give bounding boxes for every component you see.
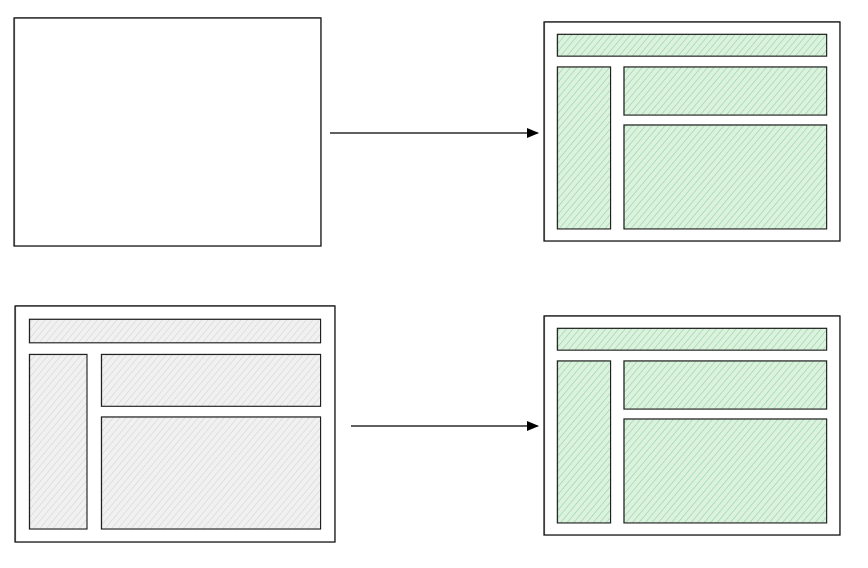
target-frame-1-main-panel — [623, 124, 828, 230]
source-frame-1-border-sketch — [14, 17, 321, 247]
source-frame-2-main-panel-sketch — [101, 417, 321, 530]
target-frame-2 — [543, 315, 841, 536]
source-frame-2-top-panel — [100, 353, 322, 407]
source-frame-1-border — [13, 17, 322, 247]
target-frame-1-sidebar — [556, 66, 612, 230]
target-frame-1-top-panel — [623, 66, 828, 116]
target-frame-1-sidebar-sketch — [557, 67, 611, 230]
target-frame-1-top-panel-sketch — [624, 67, 827, 116]
source-frame-1 — [13, 17, 322, 247]
source-frame-2-sidebar-sketch — [29, 354, 88, 530]
target-frame-1-header — [556, 33, 828, 57]
source-frame-2-header-sketch — [29, 319, 321, 343]
source-frame-2-main-panel — [100, 416, 322, 530]
target-frame-1-header-sketch — [557, 34, 827, 57]
target-frame-2-header — [556, 327, 828, 351]
target-frame-1-main-panel-sketch — [624, 125, 827, 230]
source-frame-2-header — [28, 318, 322, 344]
target-frame-1-border-sketch — [544, 21, 840, 242]
target-frame-2-header-sketch — [557, 328, 827, 351]
source-frame-2-top-panel-sketch — [101, 354, 321, 407]
target-frame-2-main-panel-sketch — [624, 419, 827, 524]
target-frame-2-sidebar-sketch — [557, 361, 611, 524]
target-frame-2-top-panel — [623, 360, 828, 410]
source-frame-2 — [14, 305, 336, 543]
source-frame-2-border-sketch — [15, 305, 335, 543]
target-frame-1 — [543, 21, 841, 242]
source-frame-2-sidebar — [28, 353, 88, 530]
target-frame-2-sidebar — [556, 360, 612, 524]
target-frame-2-border-sketch — [544, 315, 840, 536]
target-frame-2-top-panel-sketch — [624, 361, 827, 410]
target-frame-2-main-panel — [623, 418, 828, 524]
